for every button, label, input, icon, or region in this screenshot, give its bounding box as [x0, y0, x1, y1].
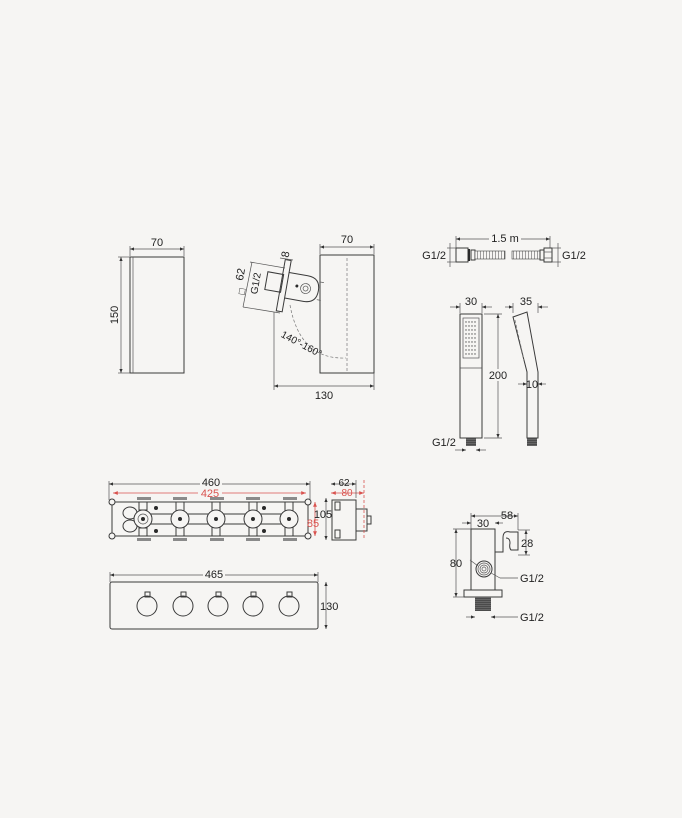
hand-shower-side-width-dimension: 35 [520, 296, 532, 308]
head-width-dimension: 70 [341, 234, 353, 246]
outlet-height-dimension: 80 [450, 558, 462, 570]
knob-1 [136, 595, 158, 617]
spray-nozzles [465, 321, 476, 355]
handshower-holder [495, 531, 519, 553]
knob-2 [172, 595, 194, 617]
valve-depth-dimension: 62 [338, 478, 350, 489]
control-knobs [136, 591, 300, 617]
diverter-cartridge [122, 501, 153, 537]
hose-segment-right [511, 250, 541, 260]
flange-size-dimension: 62 [234, 267, 248, 281]
wall-flange [275, 259, 292, 313]
outlet-overall-width-dimension: 58 [501, 510, 513, 522]
hand-shower-thread-label: G1/2 [432, 437, 456, 449]
hand-shower-thread [466, 438, 476, 446]
arm-thickness-dimension: 8 [280, 250, 293, 258]
knob-3 [207, 595, 229, 617]
side-outlet-connection [475, 560, 493, 578]
thread-connector [264, 271, 285, 293]
valve-mounting-frame [111, 501, 309, 537]
swivel-arm [284, 271, 320, 303]
rotation-angle-label: 140°-160° [279, 329, 324, 360]
outlet-base-plate [463, 589, 503, 598]
hose-segment-left [474, 250, 506, 260]
spray-face [462, 317, 480, 359]
shower-head-side-view: 70 62 □ G1/2 8 140°-160° 130 [234, 234, 375, 402]
valve-side-view [331, 499, 357, 541]
flange-square-symbol: □ [237, 288, 249, 296]
outlet-body-width-dimension: 30 [477, 518, 489, 530]
outlet-bottom-thread-label: G1/2 [520, 612, 544, 624]
cover-plate-width-dimension: 465 [205, 569, 223, 581]
outlet-bottom-thread [475, 597, 491, 611]
valve-overall-width-dimension: 460 [202, 477, 220, 489]
hand-shower-width-dimension: 30 [465, 296, 477, 308]
outlet-body [470, 528, 496, 591]
hand-shower-side-body [512, 311, 539, 439]
hose-left-nut [455, 247, 469, 263]
holder-height-dimension: 28 [521, 538, 533, 550]
height-dimension: 150 [109, 306, 121, 324]
shower-hose-diagram: 1.5 m G1/2 G1/2 [422, 232, 586, 267]
hose-left-thread-label: G1/2 [422, 250, 446, 262]
hand-shower-length-dimension: 200 [489, 370, 507, 382]
concealed-valve-diagram: 460 425 [108, 477, 372, 541]
hose-right-thread-label: G1/2 [562, 250, 586, 262]
knob-4 [242, 595, 264, 617]
projection-dimension: 130 [315, 390, 333, 402]
valve-ports [170, 501, 299, 537]
cover-plate-height-dimension: 130 [320, 601, 338, 613]
wall-outlet-diagram: 58 30 G1/2 80 28 G1/2 [450, 510, 544, 624]
valve-height-dimension: 105 [314, 509, 332, 521]
width-dimension: 70 [151, 237, 163, 249]
angle-arc [289, 304, 347, 359]
shower-head-side-body [319, 254, 375, 374]
cover-plate-diagram: 465 130 [109, 568, 338, 630]
valve-max-depth-dimension: 80 [341, 488, 353, 499]
knob-5 [278, 595, 300, 617]
handle-thickness-dimension: 10 [526, 379, 538, 391]
shower-head-body [129, 256, 185, 374]
valve-hole-height-dimension: 85 [307, 518, 319, 530]
hose-right-nut [543, 247, 553, 263]
shower-head-front-view: 70 150 [109, 237, 185, 374]
hand-shower-diagram: 30 200 35 10 G1/2 [432, 296, 548, 452]
cover-plate [109, 581, 319, 630]
arm-thread-label: G1/2 [249, 272, 264, 296]
hose-length-dimension: 1.5 m [491, 233, 519, 245]
outlet-side-thread-label: G1/2 [520, 573, 544, 585]
